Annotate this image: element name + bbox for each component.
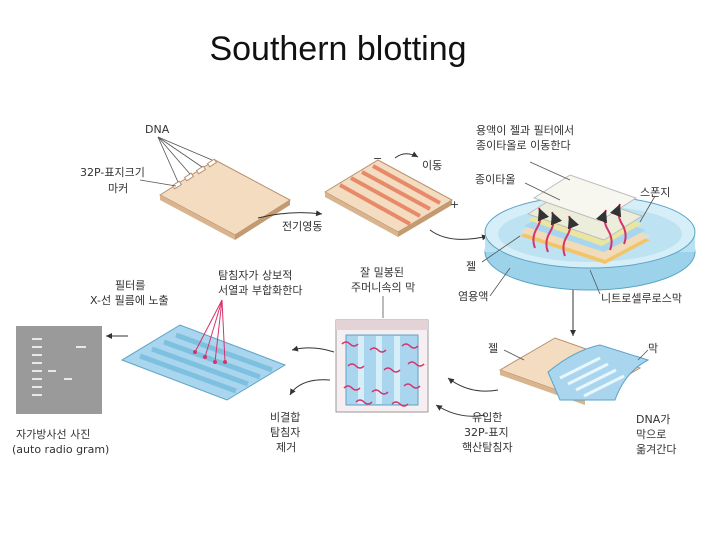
- unbound-label-1: 비결합: [270, 411, 300, 424]
- dna-band: [350, 176, 421, 218]
- filter-label-1: 필터를: [115, 279, 145, 292]
- labeled-probe-label-2: 32P-표지: [464, 426, 509, 439]
- gel-label-top: 젤: [466, 260, 476, 273]
- transfer-label-2: 종이타올로 이동한다: [476, 139, 571, 152]
- dna-moves-label-3: 옮겨간다: [636, 443, 676, 456]
- autoradiogram-label-1: 자가방사선 사진: [16, 428, 90, 441]
- hybridized-filter: [120, 324, 287, 401]
- migration-label: 이동: [422, 159, 442, 172]
- minus-sign: −: [373, 152, 382, 165]
- dna-moves-label-2: 막으로: [636, 428, 666, 441]
- probe-pointer-lines: [194, 299, 226, 363]
- labeled-probe-label-3: 핵산탐침자: [462, 441, 513, 454]
- arrow-5: [291, 345, 335, 353]
- dna-band: [339, 183, 411, 226]
- unbound-label-3: 제거: [276, 441, 296, 454]
- transfer-pointer-lines: [481, 161, 656, 297]
- flow-arrows: [532, 203, 627, 257]
- probe-hybridize-label-2: 서열과 부합화한다: [218, 284, 302, 297]
- probe-in-arrow: [435, 404, 486, 417]
- nitrocellulose-label: 니트로셀루로스막: [601, 292, 682, 305]
- size-marker-label-2: 마커: [108, 182, 128, 195]
- probe-hybridize-label-1: 탐침자가 상보적: [218, 269, 292, 282]
- arrow-2: [429, 229, 489, 241]
- plus-sign: +: [450, 198, 459, 211]
- autoradiogram-label-2: (auto radio gram): [12, 443, 109, 456]
- autoradiogram-film: [16, 326, 102, 414]
- electrophoresis-label: 전기영동: [282, 220, 322, 233]
- dna-band: [372, 164, 441, 205]
- gel-label-bottom: 젤: [488, 342, 498, 355]
- migration-arrow: [394, 151, 419, 159]
- filter-label-2: X-선 필름에 노출: [90, 294, 169, 307]
- dna-label: DNA: [145, 123, 170, 136]
- membrane-label: 막: [648, 342, 658, 355]
- arrow-1: [257, 210, 323, 219]
- labeled-probe-label-1: 유입한: [472, 411, 502, 424]
- gel-with-dna: [159, 158, 291, 240]
- electrophoresed-gel: [323, 159, 454, 237]
- unbound-label-2: 탐침자: [270, 426, 300, 439]
- dna-pointer-lines: [139, 136, 213, 187]
- sponge-label: 스폰지: [640, 186, 670, 199]
- transfer-label-1: 용액이 젤과 필터에서: [476, 124, 574, 137]
- dna-moves-label-1: DNA가: [636, 413, 670, 426]
- arrow-4: [447, 377, 499, 392]
- sealed-label-1: 잘 밀봉된: [360, 266, 404, 279]
- membrane-sheet: [547, 344, 650, 401]
- sealed-bag: [335, 319, 429, 413]
- page-title: Southern blotting: [209, 30, 467, 68]
- sealed-label-2: 주머니속의 막: [351, 281, 415, 294]
- size-marker-label-1: 32P-표지크기: [80, 166, 145, 179]
- paper-towel-label: 종이타올: [475, 173, 515, 186]
- probe-molecules: [341, 341, 425, 407]
- dna-band: [361, 170, 431, 211]
- buffer-label: 염용액: [458, 290, 488, 303]
- unbound-removal-arrow: [289, 379, 331, 396]
- gel-and-membrane: [498, 337, 650, 405]
